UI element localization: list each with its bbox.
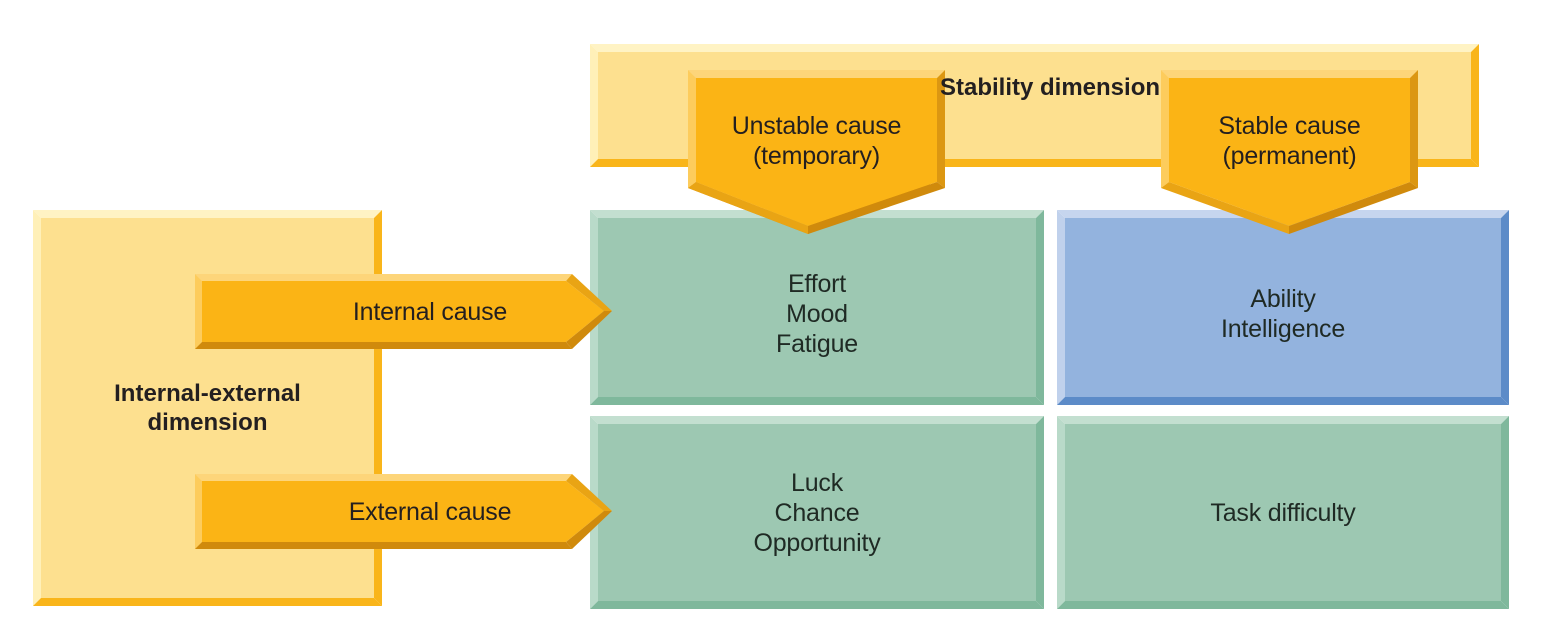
unstable-cause-label: Unstable cause (temporary) xyxy=(696,100,937,182)
external-cause-label: External cause xyxy=(348,497,512,526)
unstable-cause-line2: (temporary) xyxy=(753,142,880,170)
stable-cause-label: Stable cause (permanent) xyxy=(1169,100,1410,182)
stable-cause-line1: Stable cause xyxy=(1218,112,1361,140)
stable-cause-line2: (permanent) xyxy=(1222,142,1357,170)
internal-cause-arrow xyxy=(195,274,612,349)
cell-internal-stable-bg xyxy=(1057,210,1509,405)
stable-cause-arrow xyxy=(1161,70,1418,234)
cell-internal-stable: Ability Intelligence xyxy=(1220,284,1346,343)
unstable-cause-arrow xyxy=(688,70,945,234)
external-cause-arrow xyxy=(195,474,612,549)
cell-external-unstable-bg xyxy=(590,416,1044,609)
cell-external-stable-bg xyxy=(1057,416,1509,609)
cell-internal-unstable: Effort Mood Fatigue xyxy=(776,269,858,358)
stability-dimension-title: Stability dimension xyxy=(939,73,1161,101)
cell-internal-unstable-bg xyxy=(590,210,1044,405)
internal-cause-label: Internal cause xyxy=(352,297,508,326)
internal-external-dimension-title: Internal-external dimension xyxy=(114,380,301,436)
unstable-cause-line1: Unstable cause xyxy=(731,112,902,140)
cell-external-stable: Task difficulty xyxy=(1210,498,1356,527)
cell-external-unstable: Luck Chance Opportunity xyxy=(753,468,881,557)
